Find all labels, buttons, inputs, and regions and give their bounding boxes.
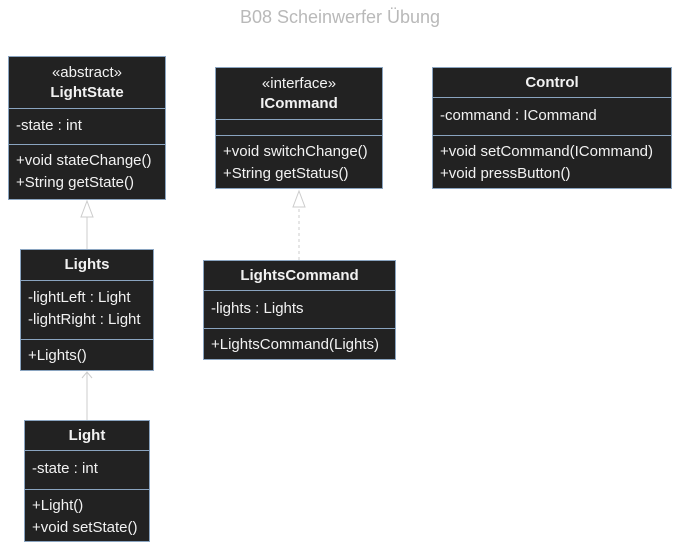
class-method: +String getStatus() (223, 165, 349, 182)
class-methods: +void setCommand(ICommand) +void pressBu… (433, 135, 671, 185)
class-attributes: -lightLeft : Light -lightRight : Light (21, 281, 153, 339)
class-stereotype: «abstract» (51, 64, 123, 81)
class-header: «abstract» LightState (9, 57, 165, 109)
class-header: Control (433, 68, 671, 98)
class-methods: +void stateChange() +String getState() (9, 144, 165, 194)
class-attribute: -state : int (32, 460, 98, 477)
class-attributes: -state : int (9, 109, 165, 144)
class-method: +void setCommand(ICommand) (440, 143, 653, 160)
class-attributes: -state : int (25, 451, 149, 489)
class-method: +Lights() (28, 347, 87, 364)
edge-lightscommand-realizes-icommand (292, 189, 306, 260)
class-control[interactable]: Control -command : ICommand +void setCom… (432, 67, 672, 189)
class-header: LightsCommand (204, 261, 395, 291)
class-methods: +Lights() (21, 339, 153, 367)
class-methods: +void switchChange() +String getStatus() (216, 135, 382, 185)
class-methods: +LightsCommand(Lights) (204, 328, 395, 356)
class-attribute: -state : int (16, 117, 82, 134)
class-method: +Light() (32, 497, 84, 514)
class-lights[interactable]: Lights -lightLeft : Light -lightRight : … (20, 249, 154, 371)
class-method: +void switchChange() (223, 143, 368, 160)
class-attribute: -lightRight : Light (28, 311, 141, 328)
class-name: LightsCommand (240, 267, 359, 284)
inheritance-arrowhead (80, 199, 94, 218)
class-attributes (216, 120, 382, 135)
class-name: Light (68, 427, 106, 444)
class-attributes: -command : ICommand (433, 98, 671, 135)
class-light[interactable]: Light -state : int +Light() +void setSta… (24, 420, 150, 542)
class-method: +String getState() (16, 174, 134, 191)
class-method: +void stateChange() (16, 152, 152, 169)
class-header: Light (25, 421, 149, 451)
class-icommand[interactable]: «interface» ICommand +void switchChange(… (215, 67, 383, 189)
class-lightstate[interactable]: «abstract» LightState -state : int +void… (8, 56, 166, 200)
diagram-title: B08 Scheinwerfer Übung (239, 7, 441, 27)
edge-light-associates-lights (81, 371, 93, 420)
class-attributes: -lights : Lights (204, 291, 395, 328)
class-name: LightState (50, 84, 124, 101)
class-name: Control (525, 74, 579, 91)
class-method: +void setState() (32, 519, 138, 536)
class-attribute: -command : ICommand (440, 107, 597, 124)
association-arrowhead (81, 371, 93, 379)
class-lightscommand[interactable]: LightsCommand -lights : Lights +LightsCo… (203, 260, 396, 360)
class-header: Lights (21, 250, 153, 281)
class-attribute: -lights : Lights (211, 300, 304, 317)
class-attribute: -lightLeft : Light (28, 289, 131, 306)
class-method: +void pressButton() (440, 165, 571, 182)
class-name: ICommand (260, 95, 338, 112)
class-header: «interface» ICommand (216, 68, 382, 120)
edge-lights-inherits-lightstate (80, 199, 94, 249)
realization-arrowhead (292, 189, 306, 208)
class-methods: +Light() +void setState() (25, 489, 149, 539)
class-name: Lights (64, 256, 110, 273)
class-stereotype: «interface» (261, 75, 337, 92)
class-method: +LightsCommand(Lights) (211, 336, 379, 353)
